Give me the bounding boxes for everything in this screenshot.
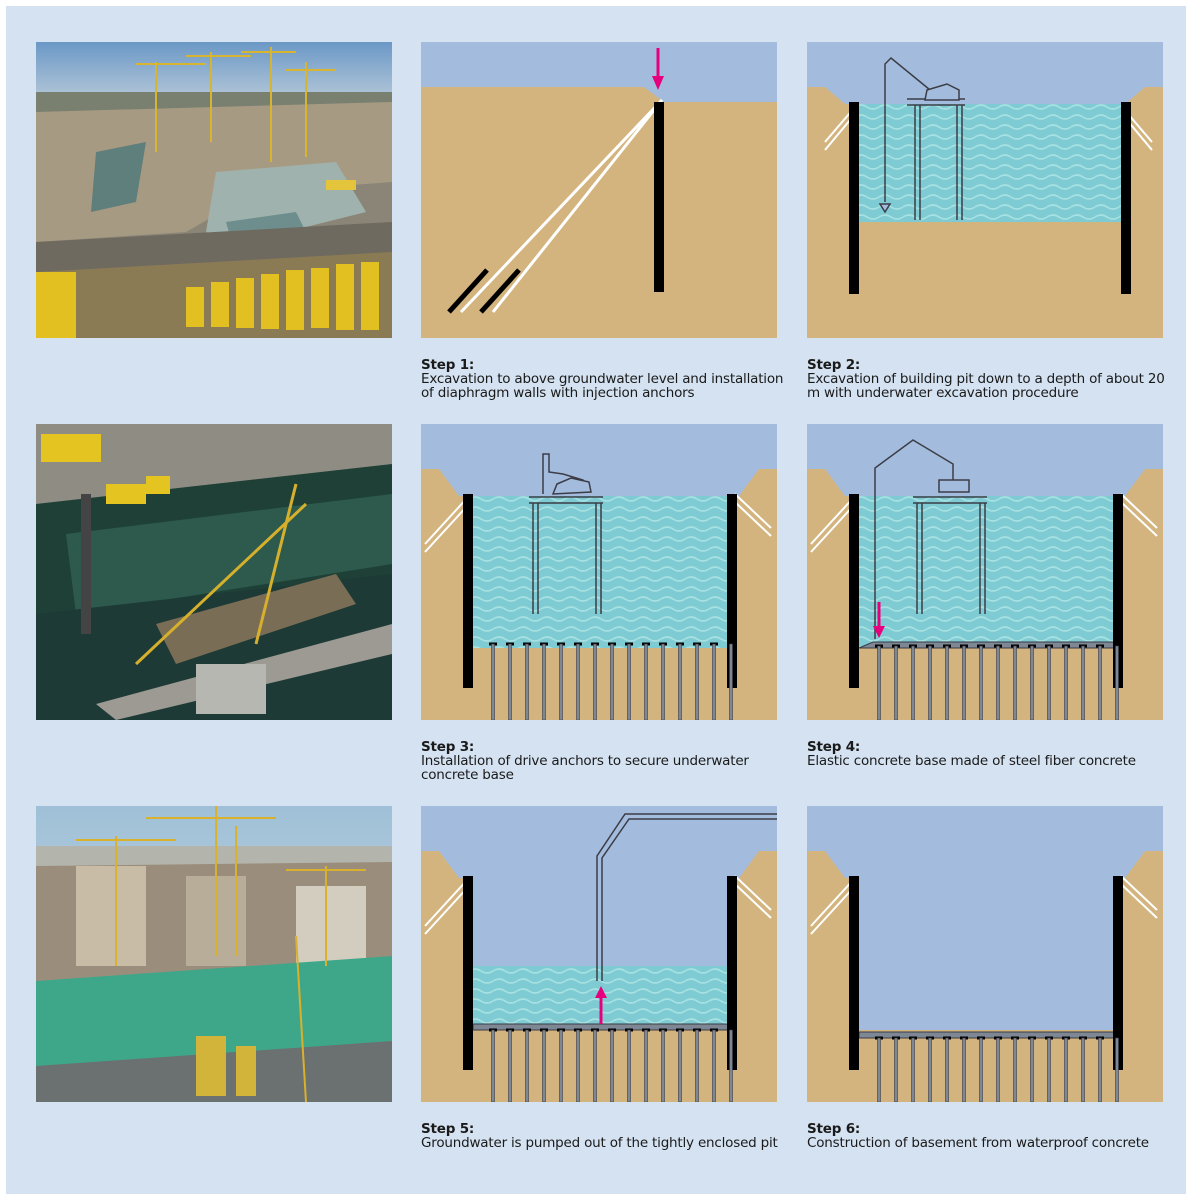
anchor-rod [610,1029,614,1102]
step-1-caption: Step 1: Excavation to above groundwater … [421,358,791,400]
drive-anchors [489,642,735,720]
anchor-rod [593,1029,597,1102]
step-2-text: Excavation of building pit down to a dep… [807,371,1165,401]
city-construction-photo [36,806,392,1102]
anchor-rod [559,1029,563,1102]
step-5-diagram [421,806,777,1102]
anchor-rod [1081,645,1085,720]
anchor-rod [1115,1037,1119,1102]
anchor-rod [559,643,563,720]
anchor-rod [996,1037,1000,1102]
anchor-rod [593,643,597,720]
anchor-rod [1081,1037,1085,1102]
anchor-rod [894,645,898,720]
step-3-title: Step 3: [421,739,475,755]
anchor-rod [491,643,495,720]
step-6-title: Step 6: [807,1121,861,1137]
step-5-title: Step 5: [421,1121,475,1137]
anchor-rod [1013,645,1017,720]
anchor-rod [962,645,966,720]
step-1-diagram [421,42,777,338]
anchor-rod [712,1029,716,1102]
anchor-rod [877,1037,881,1102]
drive-anchors [875,1036,1121,1102]
anchor-rod [627,643,631,720]
anchor-rod [729,643,733,720]
anchor-rod [695,643,699,720]
anchor-rod [979,1037,983,1102]
anchor-rod [525,643,529,720]
anchor-rod [996,645,1000,720]
step-3-text: Installation of drive anchors to secure … [421,753,749,783]
anchor-rod [945,645,949,720]
underwater-excavation-photo [36,424,392,720]
anchor-rod [542,643,546,720]
anchor-rod [576,643,580,720]
step-4-diagram [807,424,1163,720]
step-6-diagram [807,806,1163,1102]
anchor-rod [1064,645,1068,720]
anchor-rod [661,643,665,720]
anchor-rod [712,643,716,720]
anchor-rod [729,1029,733,1102]
step-2-title: Step 2: [807,357,861,373]
anchor-rod [1047,645,1051,720]
step-3-diagram [421,424,777,720]
anchor-rod [491,1029,495,1102]
step-6-text: Construction of basement from waterproof… [807,1135,1149,1151]
step-3-svg [421,424,777,720]
anchor-rod [627,1029,631,1102]
step-5-text: Groundwater is pumped out of the tightly… [421,1135,778,1151]
step-5-caption: Step 5: Groundwater is pumped out of the… [421,1122,791,1150]
step-2-diagram [807,42,1163,338]
step-4-text: Elastic concrete base made of steel fibe… [807,753,1136,769]
anchor-rod [1030,1037,1034,1102]
anchor-rod [644,1029,648,1102]
anchor-rod [576,1029,580,1102]
step-1-text: Excavation to above groundwater level an… [421,371,784,401]
anchor-rod [1030,645,1034,720]
anchor-rod [928,645,932,720]
anchor-rod [877,645,881,720]
anchor-rod [610,643,614,720]
anchor-rod [508,1029,512,1102]
construction-site-aerial-photo [36,42,392,338]
drive-anchors [875,644,1121,720]
step-3-caption: Step 3: Installation of drive anchors to… [421,740,791,782]
drive-anchors [489,1028,735,1102]
anchor-rod [979,645,983,720]
step-2-caption: Step 2: Excavation of building pit down … [807,358,1177,400]
anchor-rod [508,643,512,720]
step-6-caption: Step 6: Construction of basement from wa… [807,1122,1177,1150]
step-4-caption: Step 4: Elastic concrete base made of st… [807,740,1177,768]
anchor-rod [678,1029,682,1102]
anchor-rod [1013,1037,1017,1102]
anchor-rod [678,643,682,720]
anchor-rod [525,1029,529,1102]
anchor-rod [945,1037,949,1102]
step-4-title: Step 4: [807,739,861,755]
anchor-rod [911,645,915,720]
anchor-rod [1098,645,1102,720]
anchor-rod [644,643,648,720]
anchor-rod [911,1037,915,1102]
anchor-rod [542,1029,546,1102]
anchor-rod [894,1037,898,1102]
background-panel: Step 1: Excavation to above groundwater … [6,6,1186,1194]
anchor-rod [962,1037,966,1102]
anchor-rod [1098,1037,1102,1102]
anchor-rod [695,1029,699,1102]
anchor-rod [928,1037,932,1102]
anchor-rod [1047,1037,1051,1102]
anchor-rod [661,1029,665,1102]
anchor-rod [1064,1037,1068,1102]
anchor-rod [1115,645,1119,720]
step-1-title: Step 1: [421,357,475,373]
